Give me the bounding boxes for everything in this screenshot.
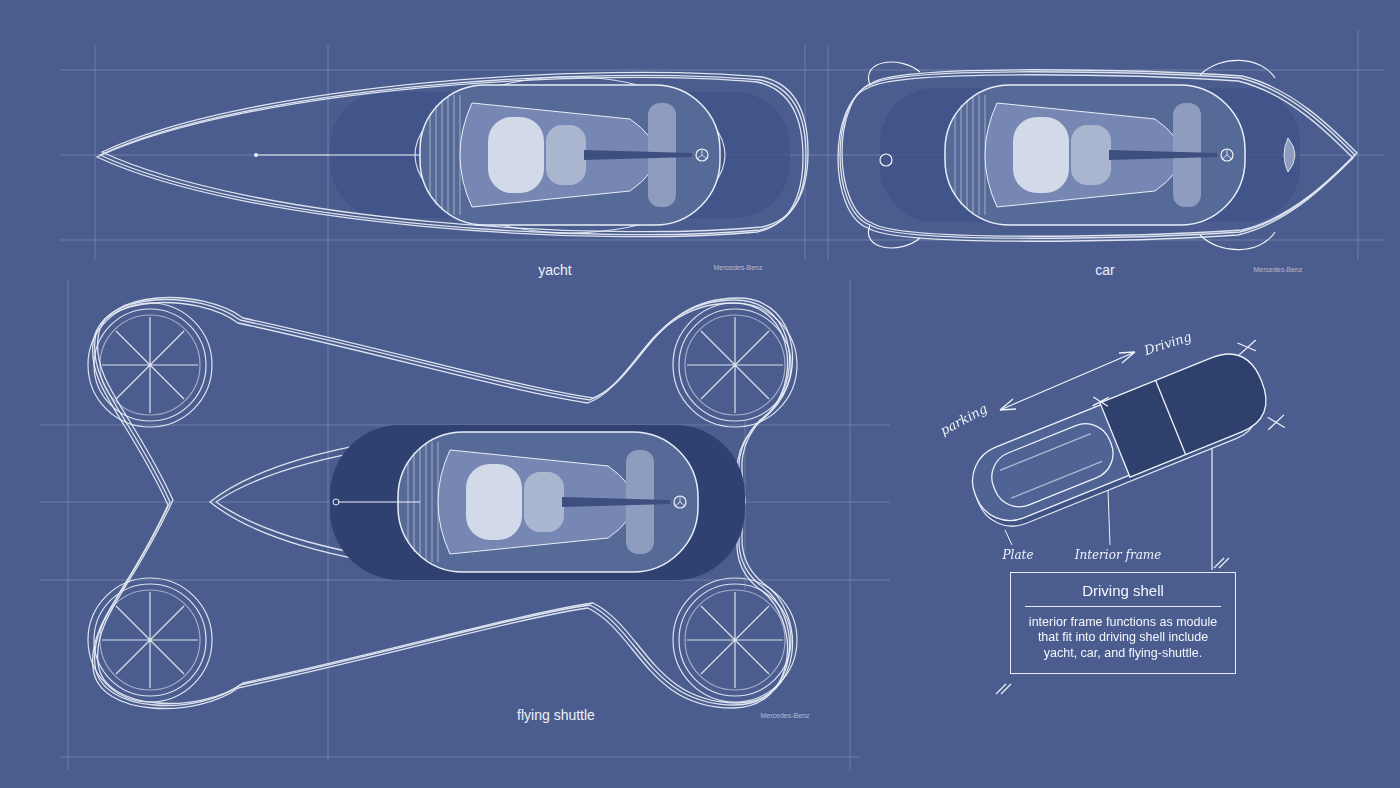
view-label: flying shuttle <box>517 708 595 723</box>
note-body: interior frame functions as module that … <box>1011 607 1235 673</box>
sketch-note: Interior frame <box>1075 549 1162 562</box>
module-sketch <box>958 333 1290 694</box>
note-box: Driving shellinterior frame functions as… <box>1010 572 1236 674</box>
flying-shuttle-drawing <box>88 298 797 709</box>
sketch-note: Driving <box>1142 330 1193 359</box>
view-label: car <box>1095 263 1114 278</box>
yacht-drawing <box>97 72 808 236</box>
watermark: Mercedes-Benz <box>1253 266 1302 274</box>
note-heading: Driving shell <box>1025 573 1221 607</box>
sketch-note: Plate <box>1003 549 1034 562</box>
watermark: Mercedes-Benz <box>713 264 762 272</box>
car-drawing <box>838 60 1357 249</box>
sketch-note: parking <box>938 402 990 439</box>
view-label: yacht <box>538 263 571 278</box>
construction-grid <box>40 30 1385 770</box>
watermark: Mercedes-Benz <box>760 712 809 720</box>
